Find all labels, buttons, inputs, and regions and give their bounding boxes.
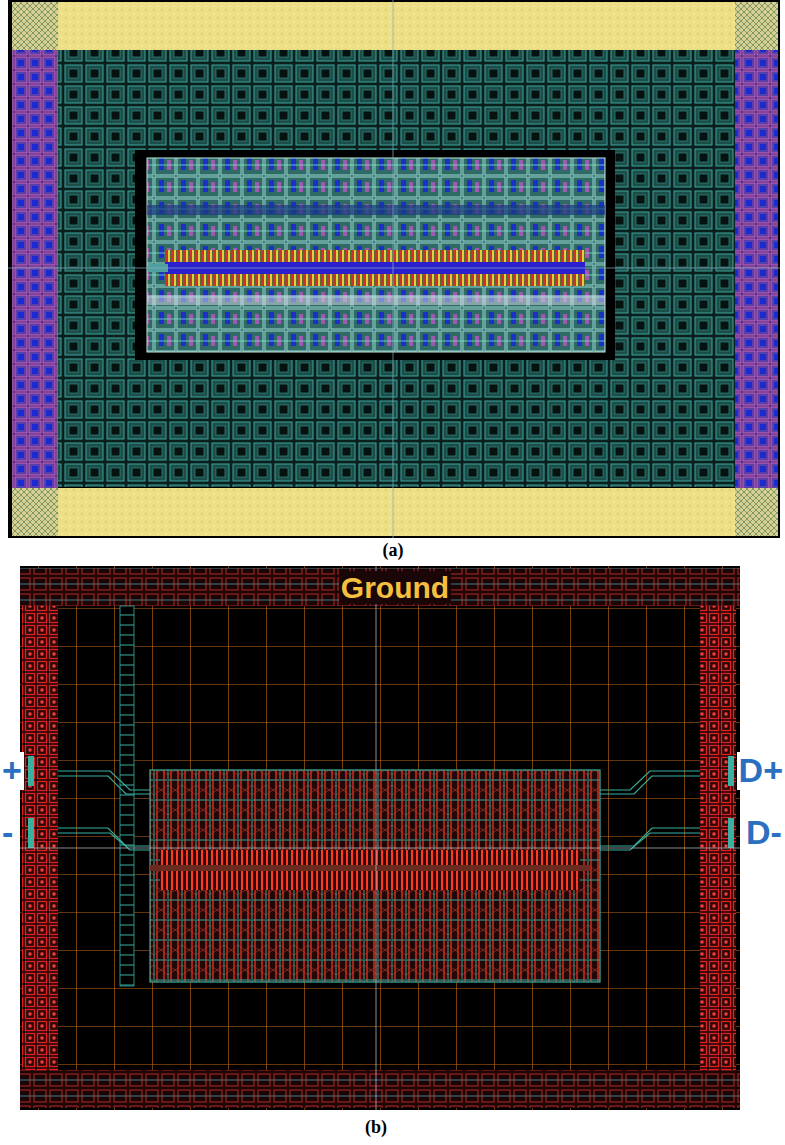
panel-caption: (a) bbox=[381, 541, 406, 561]
label-anchor: D- bbox=[744, 814, 784, 851]
label-anchor: (a) bbox=[381, 541, 406, 561]
pin-name: D- bbox=[744, 814, 784, 851]
label-anchor: (b) bbox=[363, 1118, 389, 1138]
label-anchor: D+ bbox=[737, 752, 785, 789]
label-anchor: Ground bbox=[339, 571, 451, 604]
layout-b bbox=[20, 566, 740, 1110]
label-anchor: + bbox=[0, 752, 24, 789]
net-name: Ground bbox=[339, 571, 451, 604]
label-anchor: - bbox=[0, 814, 15, 851]
pin-name: D+ bbox=[737, 752, 785, 789]
panel-caption: (b) bbox=[363, 1118, 389, 1138]
pin-name: - bbox=[0, 814, 15, 851]
layout-a bbox=[8, 0, 780, 538]
pin-name: + bbox=[0, 752, 24, 789]
